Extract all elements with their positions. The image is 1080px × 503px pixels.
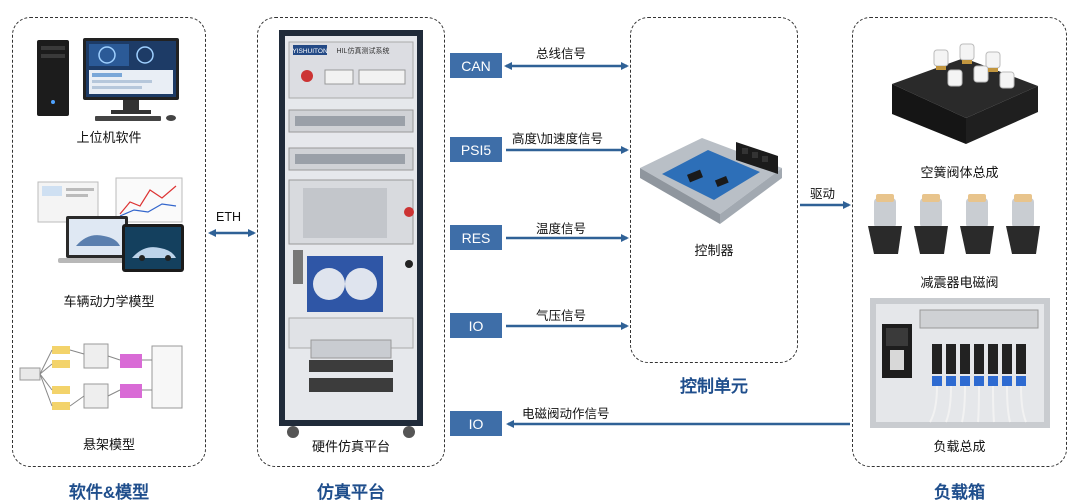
air-spring-valve-image xyxy=(892,43,1038,144)
suspension-model-image xyxy=(19,343,183,410)
platform-section-title: 仿真平台 xyxy=(317,483,385,502)
controller-caption: 控制器 xyxy=(694,243,734,258)
ecu-controller-image xyxy=(640,138,782,224)
drive-label: 驱动 xyxy=(810,187,836,201)
software-item-dynamics-label: 车辆动力学模型 xyxy=(63,294,155,309)
load-item-valve-label: 空簧阀体总成 xyxy=(920,165,999,180)
software-item-host-label: 上位机软件 xyxy=(76,130,142,145)
load-group xyxy=(852,17,1067,467)
software-section-title: 软件&模型 xyxy=(68,483,150,502)
signal-label-can: 总线信号 xyxy=(536,47,587,61)
load-item-assembly-label: 负载总成 xyxy=(933,439,986,454)
software-item-suspension-label: 悬架模型 xyxy=(82,437,135,452)
load-assembly-image xyxy=(870,298,1050,428)
damper-solenoid-image xyxy=(868,194,1040,254)
control-section-title: 控制单元 xyxy=(680,377,748,396)
control-group xyxy=(630,17,798,363)
rack-title-text: HIL仿真测试系统 xyxy=(337,46,390,55)
load-item-damper-label: 减震器电磁阀 xyxy=(920,275,999,290)
pc-workstation-image xyxy=(37,38,179,121)
vehicle-dynamics-image xyxy=(37,177,184,272)
signal-box-can: CAN xyxy=(450,53,502,78)
signal-box-io-solenoid: IO xyxy=(450,411,502,436)
load-section-title: 负载箱 xyxy=(934,483,985,502)
signal-box-io-pressure: IO xyxy=(450,313,502,338)
signal-label-psi5: 高度\加速度信号 xyxy=(512,132,603,146)
hil-rack-image: YISHUITON HIL仿真测试系统 xyxy=(279,30,423,438)
signal-label-pressure: 气压信号 xyxy=(536,309,587,323)
software-group xyxy=(12,17,206,467)
signal-box-res: RES xyxy=(450,225,502,250)
platform-caption: 硬件仿真平台 xyxy=(311,439,390,454)
signal-label-res: 温度信号 xyxy=(536,222,587,236)
eth-label: ETH xyxy=(216,210,241,224)
platform-group xyxy=(257,17,445,467)
signal-label-solenoid: 电磁阀动作信号 xyxy=(522,407,610,421)
rack-brand-text: YISHUITON xyxy=(292,48,328,55)
signal-box-psi5: PSI5 xyxy=(450,137,502,162)
